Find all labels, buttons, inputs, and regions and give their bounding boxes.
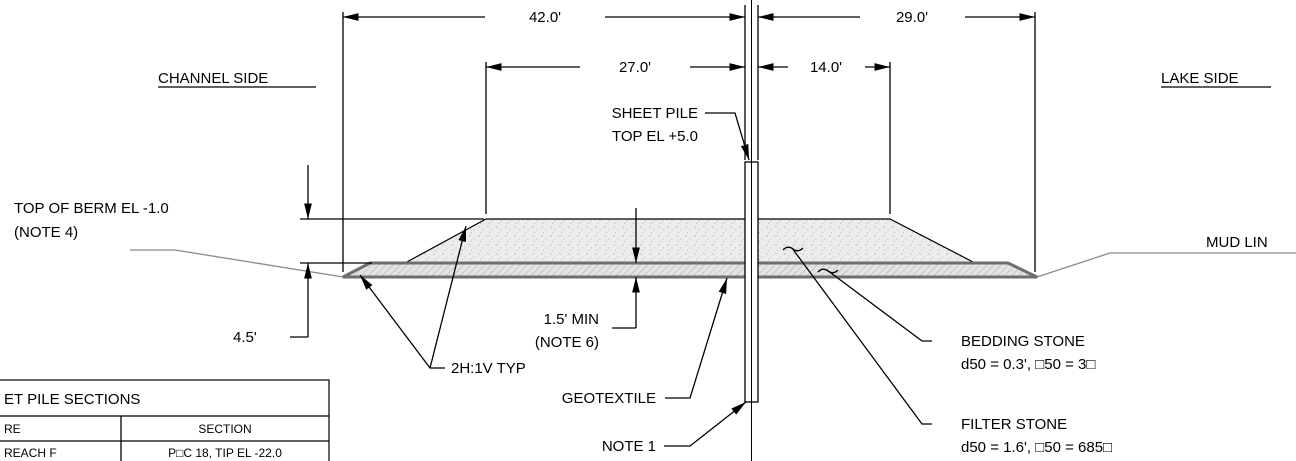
channel-side-label: CHANNEL SIDE (158, 70, 268, 87)
dimension-lines (290, 13, 1035, 338)
dim-29-label: 29.0' (896, 9, 928, 26)
table-cell-reach: REACH F (4, 446, 57, 460)
top-of-berm-label: TOP OF BERM EL -1.0 (14, 200, 169, 217)
table-header-section: SECTION (198, 422, 251, 436)
bedding-stone-layer (342, 261, 1038, 279)
slope-label: 2H:1V TYP (451, 360, 526, 377)
mud-line-label: MUD LIN (1206, 234, 1268, 251)
sheet-pile-label: SHEET PILE (612, 105, 698, 122)
geotextile-label: GEOTEXTILE (562, 390, 656, 407)
dim-27-label: 27.0' (619, 59, 651, 76)
mud-line (130, 249, 1296, 278)
bedding-stone-spec: d50 = 0.3', □50 = 3□ (961, 356, 1095, 373)
top-of-berm-note: (NOTE 4) (14, 224, 78, 241)
min-thickness-note: (NOTE 6) (535, 334, 599, 351)
dim-14-label: 14.0' (810, 59, 842, 76)
filter-stone-berm (404, 218, 976, 264)
sheet-pile-sections-table: ET PILE SECTIONS RE SECTION REACH F P□C … (0, 379, 330, 461)
min-thickness-label: 1.5' MIN (544, 311, 599, 328)
table-title: ET PILE SECTIONS (4, 391, 140, 408)
dim-42-label: 42.0' (529, 9, 561, 26)
leaders (359, 112, 932, 447)
filter-stone-spec: d50 = 1.6', □50 = 685□ (961, 439, 1112, 456)
filter-stone-label: FILTER STONE (961, 416, 1067, 433)
note1-label: NOTE 1 (602, 438, 656, 455)
sheet-pile-top-el-label: TOP EL +5.0 (612, 128, 698, 145)
sheet-pile (744, 0, 759, 461)
lake-side-label: LAKE SIDE (1161, 70, 1239, 87)
dim-45-label: 4.5' (233, 329, 257, 346)
table-cell-section: P□C 18, TIP EL -22.0 (168, 446, 282, 460)
extension-lines (300, 5, 1036, 272)
table-header-reach: RE (4, 422, 21, 436)
bedding-stone-label: BEDDING STONE (961, 333, 1085, 350)
